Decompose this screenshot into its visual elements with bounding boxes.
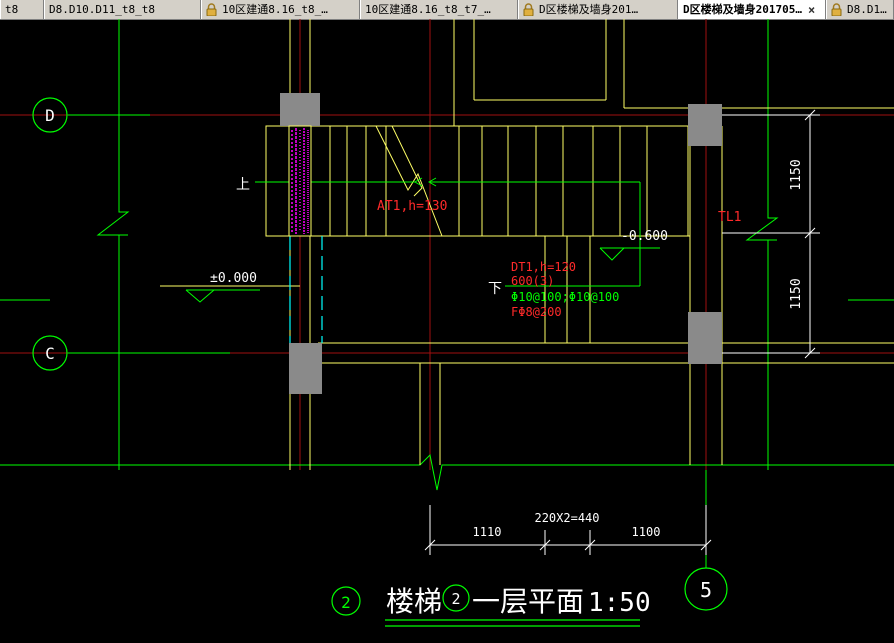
elevation-minus: -0.600	[621, 229, 668, 244]
title-bubble-2	[331, 586, 361, 616]
dt1-line1: DT1,h=120	[511, 260, 576, 274]
columns	[280, 93, 722, 394]
axis-label-d: D	[45, 106, 55, 125]
axis-label-5: 5	[700, 578, 712, 602]
title-text: 楼梯	[386, 585, 442, 618]
document-tab[interactable]: 10区建通8.16_t8_t7_…	[360, 0, 518, 19]
hatched-wall	[288, 125, 312, 237]
lock-icon	[206, 3, 217, 16]
dim-left: 1110	[473, 525, 502, 539]
tab-label: t8	[5, 2, 19, 16]
at1-label: AT1,h=130	[377, 199, 447, 214]
dt1-line2: 600(3)	[511, 274, 554, 288]
up-label: 上	[236, 177, 250, 193]
tab-label: D区楼梯及墙身201…	[539, 2, 639, 16]
dim-middle: 220X2=440	[534, 511, 599, 525]
axis-bubble-c	[32, 335, 68, 371]
dimension-lines	[424, 109, 820, 555]
axis-lines	[0, 19, 894, 560]
dim-vertical-bottom: 1150	[789, 278, 804, 309]
cad-drawing-canvas[interactable]: D C 5 2 上 下 ±0.000 -0.600 AT1,h=130 TL1 …	[0, 19, 894, 639]
tab-label: 10区建通8.16_t8_t7_…	[365, 2, 491, 16]
title-scale: 1:50	[588, 588, 651, 618]
down-label: 下	[488, 281, 502, 297]
title-inner-bubble-2	[442, 584, 470, 612]
lock-icon	[523, 3, 534, 16]
stair-outlines	[160, 19, 894, 470]
dim-vertical-top: 1150	[789, 159, 804, 190]
tab-label: D8.D1…	[847, 2, 887, 16]
tab-label: D8.D10.D11_t8_t8	[49, 2, 155, 16]
document-tab[interactable]: D8.D10.D11_t8_t8	[44, 0, 201, 19]
document-tab[interactable]: D区楼梯及墙身201…	[518, 0, 678, 19]
drawing-svg: D C 5 2 上 下 ±0.000 -0.600 AT1,h=130 TL1 …	[0, 19, 894, 627]
title-axis-label-2: 2	[341, 593, 351, 612]
hidden-lines	[289, 236, 323, 343]
document-tab[interactable]: D区楼梯及墙身201705… ×	[678, 0, 826, 19]
axis-bubbles	[32, 97, 728, 616]
axis-label-c: C	[45, 344, 55, 363]
title-underline	[385, 619, 640, 627]
document-tab[interactable]: t8	[0, 0, 44, 19]
axis-bubble-5	[684, 567, 728, 611]
title-circle-number: 2	[451, 590, 460, 608]
dt1-line4: FΦ8@200	[511, 305, 562, 319]
dt1-line3: Φ10@100;Φ10@100	[511, 290, 619, 304]
document-tab[interactable]: 10区建通8.16_t8_…	[201, 0, 360, 19]
walk-arrows	[255, 177, 641, 287]
tab-label: 10区建通8.16_t8_…	[222, 2, 328, 16]
dim-right: 1100	[632, 525, 661, 539]
title-rest: 一层平面	[472, 585, 584, 618]
tab-label: D区楼梯及墙身201705…	[683, 2, 802, 16]
axis-bubble-d	[32, 97, 68, 133]
elevation-zero: ±0.000	[210, 271, 257, 286]
elevation-markers	[185, 247, 660, 303]
green-lines	[0, 19, 894, 568]
tl1-label: TL1	[718, 210, 741, 225]
tab-close-icon[interactable]: ×	[807, 2, 816, 17]
lock-icon	[831, 3, 842, 16]
document-tab[interactable]: D8.D1…	[826, 0, 894, 19]
document-tab-bar: t8 D8.D10.D11_t8_t8 10区建通8.16_t8_… 10区建通8.1…	[0, 0, 894, 20]
